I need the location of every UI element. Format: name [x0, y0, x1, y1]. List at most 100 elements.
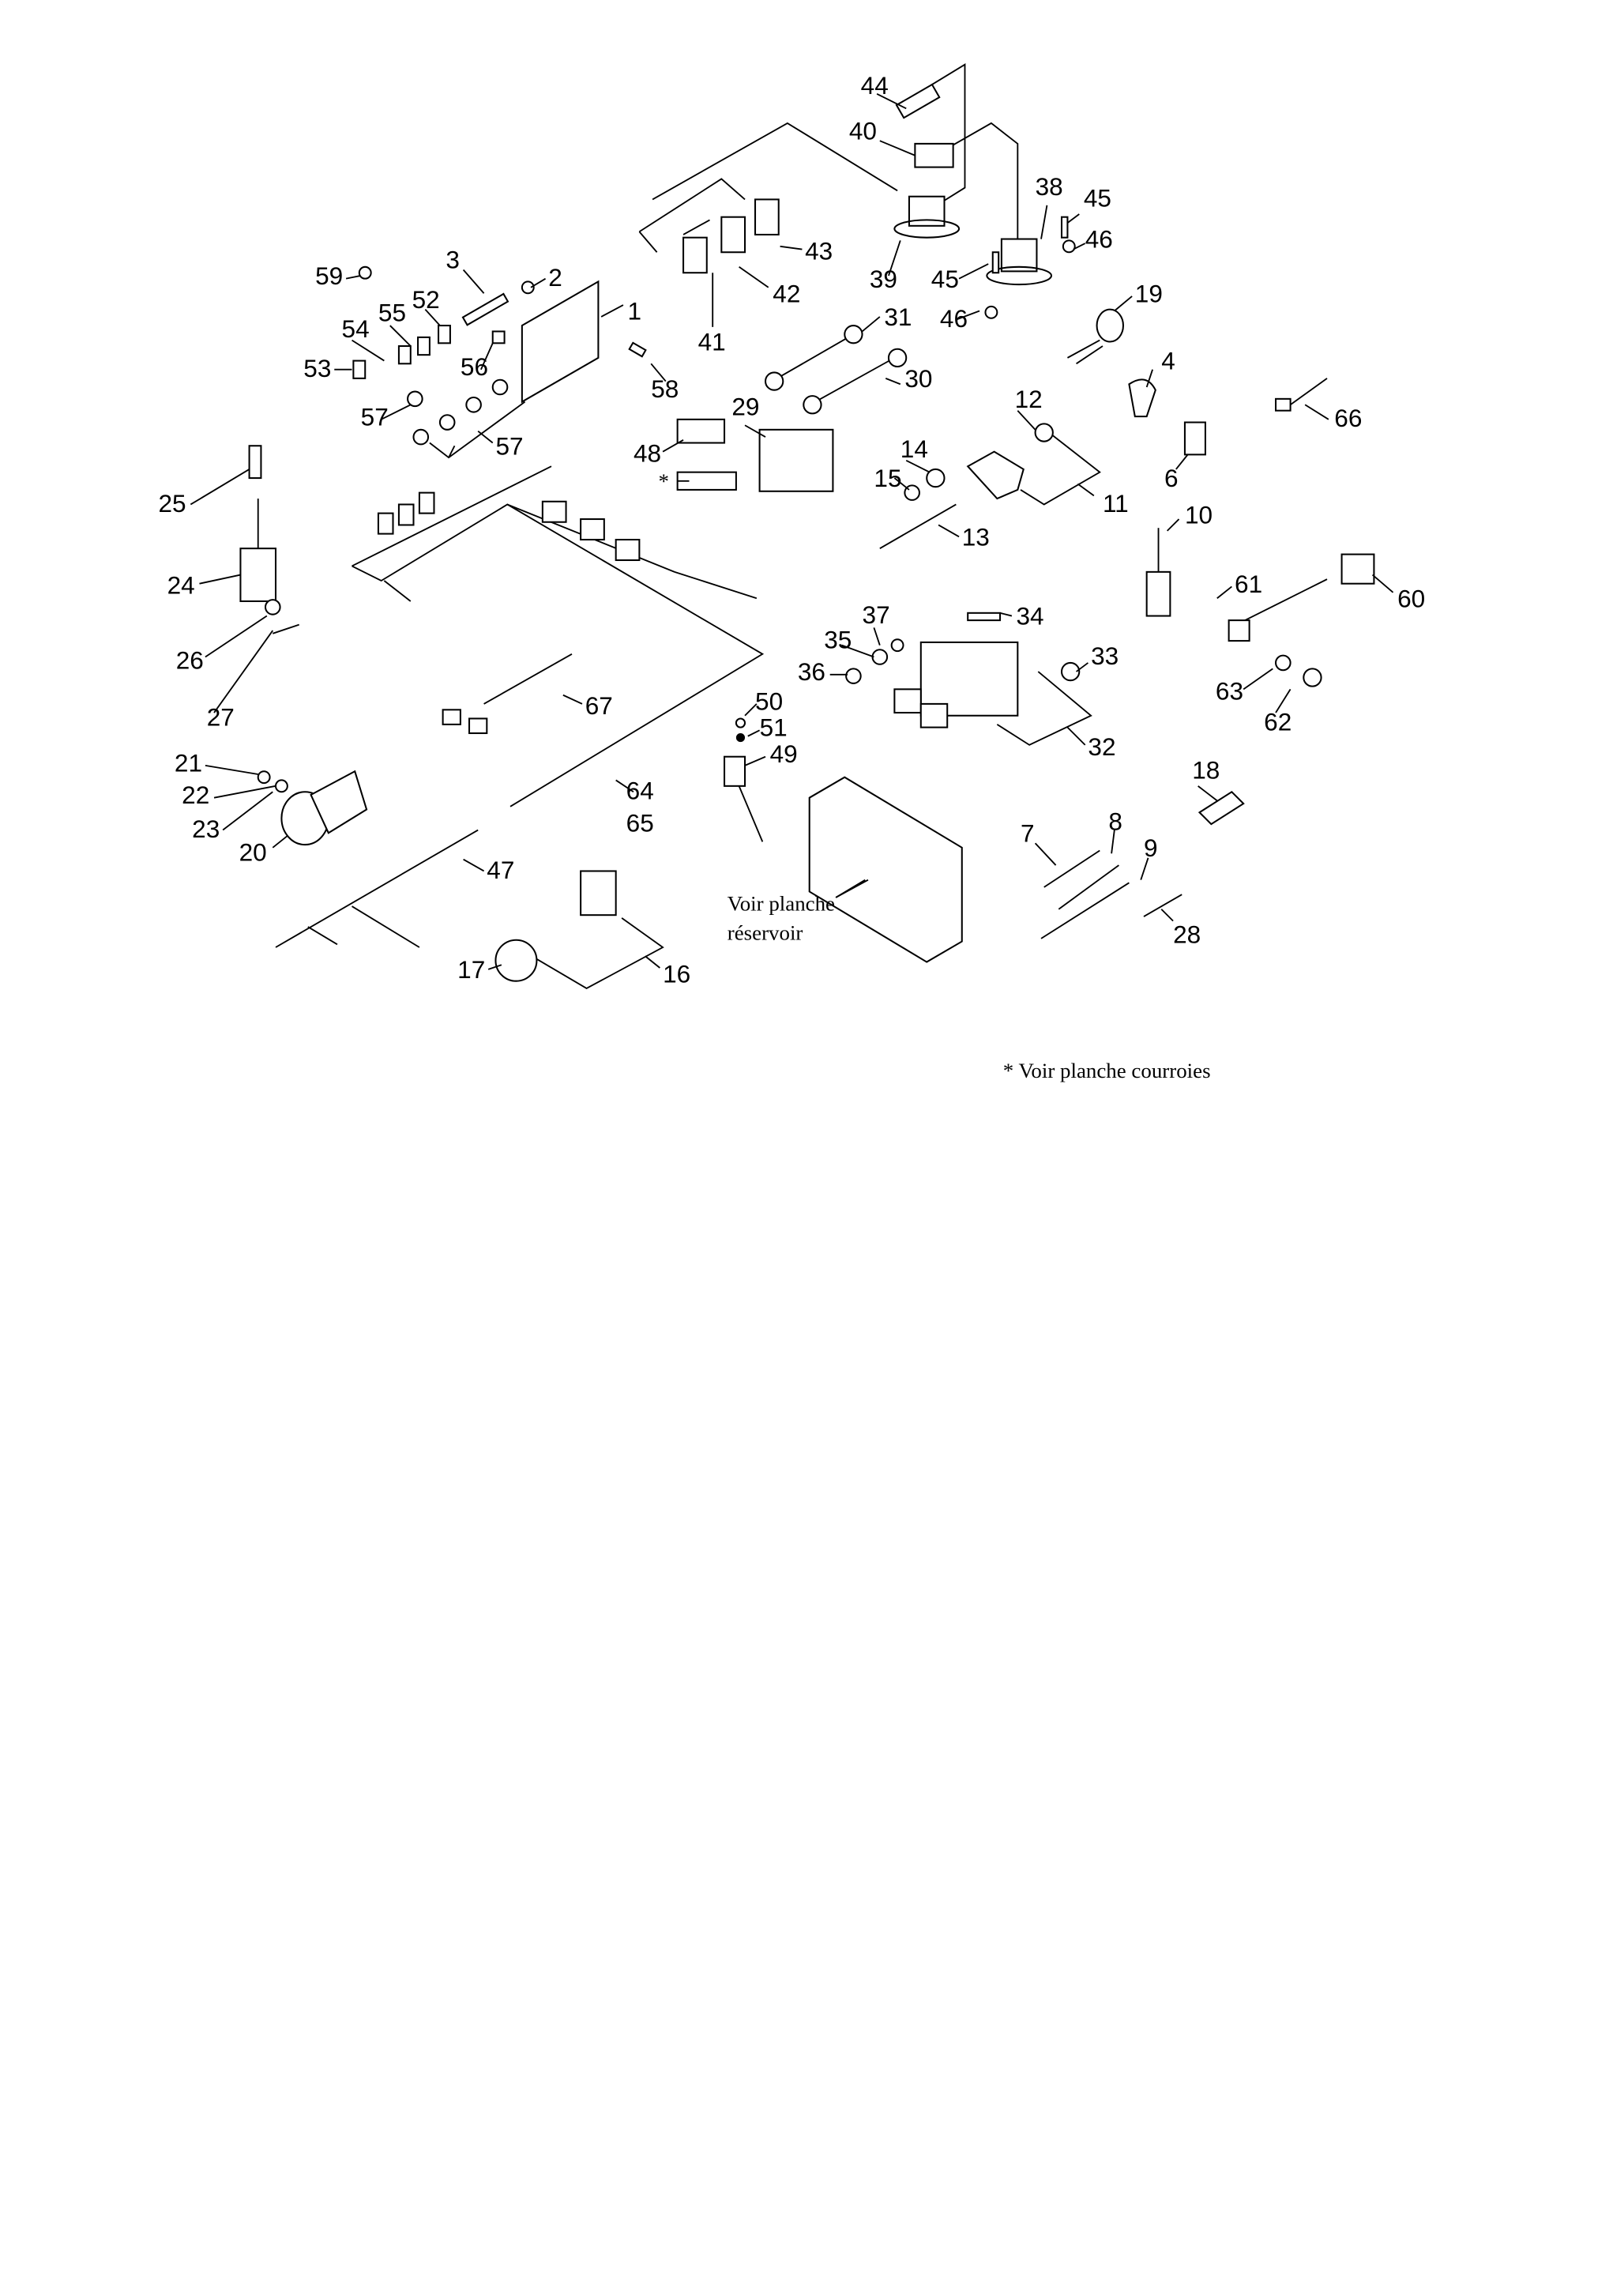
bulb-17-shape — [494, 939, 538, 982]
callout-31[interactable]: 31 — [884, 303, 912, 331]
callout-15[interactable]: 15 — [874, 464, 901, 492]
callout-25[interactable]: 25 — [158, 489, 186, 518]
callout-39[interactable]: 39 — [870, 265, 897, 293]
part-48-shape — [676, 418, 726, 444]
callout-37[interactable]: 37 — [863, 600, 890, 629]
callout-63[interactable]: 63 — [1216, 676, 1243, 705]
callout-19[interactable]: 19 — [1135, 279, 1163, 307]
tank-reference-line2: réservoir — [728, 921, 803, 945]
callout-55[interactable]: 55 — [378, 298, 406, 326]
callout-58[interactable]: 58 — [651, 375, 679, 403]
callout-18[interactable]: 18 — [1192, 756, 1220, 785]
fuel-tank-shape — [808, 776, 963, 963]
relay-43-shape — [754, 198, 780, 235]
callout-60[interactable]: 60 — [1397, 584, 1425, 612]
part-10-shape — [1145, 570, 1171, 617]
callout-22[interactable]: 22 — [182, 781, 209, 809]
callout-65[interactable]: 65 — [626, 808, 654, 837]
callout-57-right[interactable]: 57 — [495, 431, 523, 460]
callout-14[interactable]: 14 — [900, 435, 928, 463]
asterisk-footnote: * Voir planche courroies — [1003, 1059, 1211, 1082]
callout-1[interactable]: 1 — [628, 297, 642, 326]
battery-29-shape — [758, 428, 834, 492]
callout-34[interactable]: 34 — [1016, 602, 1043, 630]
callout-24[interactable]: 24 — [167, 571, 195, 600]
callout-11[interactable]: 11 — [1103, 489, 1129, 518]
callout-36[interactable]: 36 — [798, 657, 825, 686]
callout-20[interactable]: 20 — [239, 838, 267, 867]
callout-21[interactable]: 21 — [175, 748, 202, 777]
callout-56[interactable]: 56 — [461, 352, 488, 381]
callout-66[interactable]: 66 — [1334, 404, 1362, 432]
callout-62[interactable]: 62 — [1264, 707, 1292, 736]
callout-43[interactable]: 43 — [805, 237, 833, 265]
callout-45-lower[interactable]: 45 — [931, 265, 959, 293]
callout-28[interactable]: 28 — [1173, 920, 1201, 948]
part-44-shape — [895, 83, 941, 119]
part-16-shape — [580, 870, 617, 917]
callout-44[interactable]: 44 — [861, 71, 889, 100]
asterisk-marker: * — [659, 469, 669, 493]
callout-53[interactable]: 53 — [303, 354, 331, 382]
callout-52[interactable]: 52 — [412, 285, 440, 314]
callout-26[interactable]: 26 — [176, 646, 204, 674]
callout-32[interactable]: 32 — [1088, 732, 1115, 761]
tank-reference-line1: Voir planche — [728, 892, 835, 916]
part-18-shape — [1198, 790, 1245, 826]
callout-38[interactable]: 38 — [1036, 172, 1063, 201]
part-6-shape — [1183, 421, 1206, 456]
callout-23[interactable]: 23 — [192, 815, 220, 843]
callout-29[interactable]: 29 — [731, 392, 759, 420]
callout-59[interactable]: 59 — [315, 262, 343, 290]
part-38-shape — [1000, 238, 1038, 273]
callout-33[interactable]: 33 — [1091, 642, 1119, 670]
callout-labels: 1 2 3 4 6 7 8 9 10 11 12 13 14 15 16 17 … — [158, 71, 1425, 1082]
callout-17[interactable]: 17 — [457, 955, 485, 984]
callout-49[interactable]: 49 — [770, 740, 798, 768]
part-40-shape — [914, 142, 954, 168]
bracket-1-shape — [521, 280, 600, 404]
part-drawings — [239, 63, 1375, 990]
part-19-shape — [1096, 308, 1124, 343]
callout-27[interactable]: 27 — [207, 703, 235, 732]
part-49-shape — [724, 755, 746, 787]
callout-3[interactable]: 3 — [446, 246, 460, 274]
callout-30[interactable]: 30 — [904, 364, 932, 393]
callout-7[interactable]: 7 — [1021, 819, 1035, 847]
callout-57-left[interactable]: 57 — [361, 402, 389, 431]
callout-61[interactable]: 61 — [1235, 570, 1262, 598]
callout-40[interactable]: 40 — [849, 116, 877, 145]
callout-13[interactable]: 13 — [962, 522, 990, 551]
callout-16[interactable]: 16 — [663, 960, 690, 988]
relay-41-shape — [682, 236, 708, 274]
callout-41[interactable]: 41 — [698, 328, 726, 356]
callout-50[interactable]: 50 — [755, 687, 783, 715]
callout-12[interactable]: 12 — [1015, 385, 1043, 413]
callout-67[interactable]: 67 — [585, 691, 613, 720]
callout-48[interactable]: 48 — [634, 439, 661, 468]
callout-9[interactable]: 9 — [1144, 834, 1158, 862]
callout-51[interactable]: 51 — [760, 713, 788, 742]
relay-42-shape — [720, 216, 746, 254]
part-4-shape — [1128, 378, 1156, 418]
part-25-shape — [248, 445, 262, 480]
callout-2[interactable]: 2 — [548, 263, 562, 292]
part-60-shape — [1340, 553, 1375, 585]
callout-8[interactable]: 8 — [1108, 807, 1122, 836]
callout-6[interactable]: 6 — [1164, 464, 1179, 492]
callout-45-upper[interactable]: 45 — [1084, 184, 1111, 213]
leader-lines — [190, 92, 1394, 970]
part-3-shape — [461, 292, 509, 326]
part-24-shape — [239, 548, 277, 602]
callout-46-upper[interactable]: 46 — [1085, 225, 1113, 254]
callout-47[interactable]: 47 — [487, 856, 514, 884]
callout-4[interactable]: 4 — [1161, 347, 1175, 375]
callout-10[interactable]: 10 — [1185, 501, 1213, 529]
callout-46-lower[interactable]: 46 — [940, 304, 968, 333]
callout-42[interactable]: 42 — [773, 279, 800, 307]
callout-35[interactable]: 35 — [824, 625, 852, 653]
part-39-shape — [908, 195, 946, 227]
callout-54[interactable]: 54 — [342, 314, 370, 343]
